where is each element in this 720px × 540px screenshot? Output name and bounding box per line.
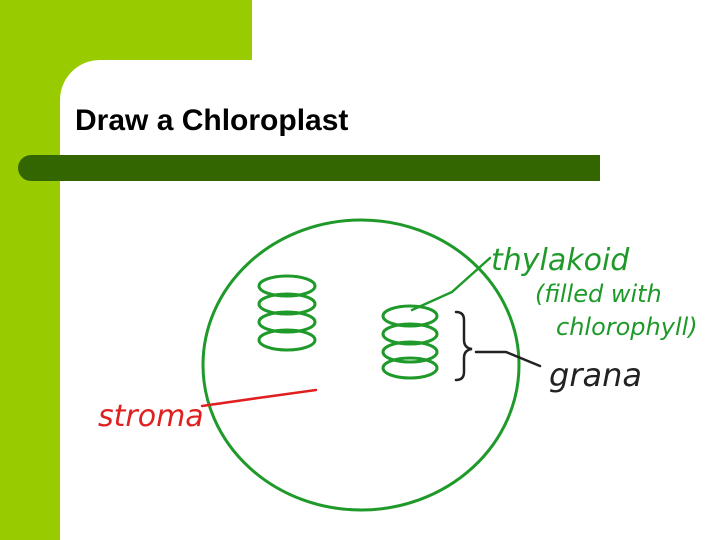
stroma-pointer-line xyxy=(200,388,318,408)
grana-label: grana xyxy=(549,356,642,394)
left-accent-bar xyxy=(0,0,60,540)
top-accent-bar xyxy=(0,0,252,60)
stroma-label: stroma xyxy=(98,399,204,434)
chloroplast-outline xyxy=(201,218,521,512)
granum-right xyxy=(381,304,439,380)
grana-pointer-line xyxy=(474,350,542,368)
content-area-corner xyxy=(60,60,140,140)
thylakoid-pointer-line xyxy=(410,256,492,312)
thylakoid-disc xyxy=(257,274,317,298)
thylakoid-disc xyxy=(257,310,317,334)
granum-left xyxy=(257,274,317,352)
thylakoid-note-line-2: chlorophyll) xyxy=(556,313,698,341)
thylakoid-disc xyxy=(381,322,439,346)
thylakoid-disc xyxy=(257,292,317,316)
slide-title: Draw a Chloroplast xyxy=(75,104,349,137)
thylakoid-disc xyxy=(257,328,317,352)
thylakoid-disc xyxy=(381,340,439,364)
thylakoid-disc xyxy=(381,356,439,380)
thylakoid-disc xyxy=(381,304,439,328)
grana-brace xyxy=(454,310,473,382)
thylakoid-note-line-1: (filled with xyxy=(535,280,662,308)
thylakoid-label: thylakoid xyxy=(491,243,630,278)
title-underline-bar xyxy=(18,155,600,181)
